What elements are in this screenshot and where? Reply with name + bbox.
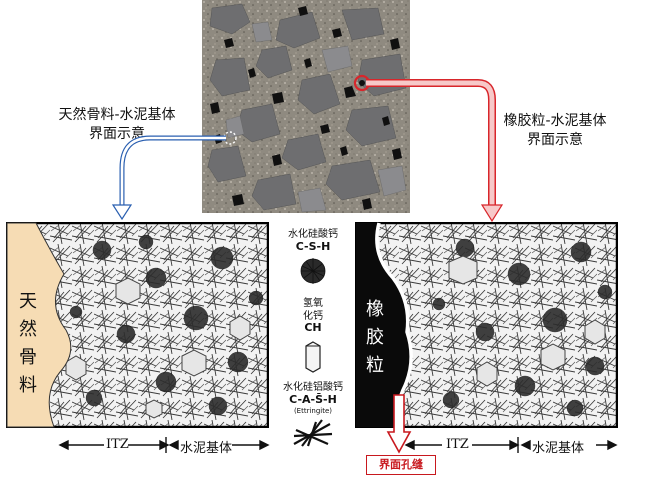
aggregate-vertical-label: 天 然 骨 料 (17, 288, 39, 400)
aggregate-char-4: 料 (19, 375, 37, 396)
csh-cluster-icon (300, 258, 326, 284)
left-callout-arrow (119, 135, 226, 206)
legend-ch-formula: CH (304, 321, 322, 334)
left-matrix-label: 水泥基体 (180, 441, 233, 456)
legend-aft-formula: C-A-S̄-H (289, 393, 337, 406)
pore-pointer-arrow (386, 394, 412, 454)
rubber-char-1: 橡 (366, 299, 384, 320)
aggregate-char-1: 天 (19, 291, 37, 312)
legend-aft-name: 水化硅铝酸钙 (283, 382, 343, 393)
rubber-particle (356, 223, 412, 427)
right-itz-panel (355, 222, 618, 428)
aggregate-char-3: 骨 (19, 347, 37, 368)
left-caption: 天然骨料-水泥基体 界面示意 (28, 106, 206, 144)
right-callout-arrow (366, 79, 496, 206)
right-matrix-label: 水泥基体 (532, 441, 585, 456)
legend-ch-name-2: 化钙 (303, 311, 323, 322)
right-caption-line-2: 界面示意 (527, 132, 583, 148)
rubber-vertical-label: 橡 胶 粒 (364, 296, 386, 380)
left-itz-label: ITZ (106, 437, 129, 452)
legend-csh-name: 水化硅酸钙 (288, 229, 338, 240)
ch-crystal-icon (305, 341, 321, 373)
interface-pore-label: 界面孔缝 (366, 455, 436, 475)
ettringite-needles-icon (293, 419, 333, 447)
natural-aggregate (6, 222, 72, 428)
right-caption: 橡胶粒-水泥基体 界面示意 (470, 112, 640, 150)
legend-ch-name-1: 氢氧 (303, 298, 323, 309)
rubber-char-2: 胶 (366, 327, 384, 348)
right-itz-label: ITZ (446, 437, 469, 452)
left-caption-line-2: 界面示意 (89, 126, 145, 142)
left-itz-panel (6, 222, 269, 428)
aggregate-char-2: 然 (19, 319, 37, 340)
left-caption-line-1: 天然骨料-水泥基体 (58, 107, 176, 123)
rubber-char-3: 粒 (366, 355, 384, 376)
dimension-arrows (58, 437, 618, 453)
right-caption-line-1: 橡胶粒-水泥基体 (503, 113, 607, 129)
legend-csh-formula: C-S-H (295, 240, 331, 253)
concrete-photo (202, 0, 410, 213)
legend-aft-note: (Ettringite) (293, 407, 333, 415)
